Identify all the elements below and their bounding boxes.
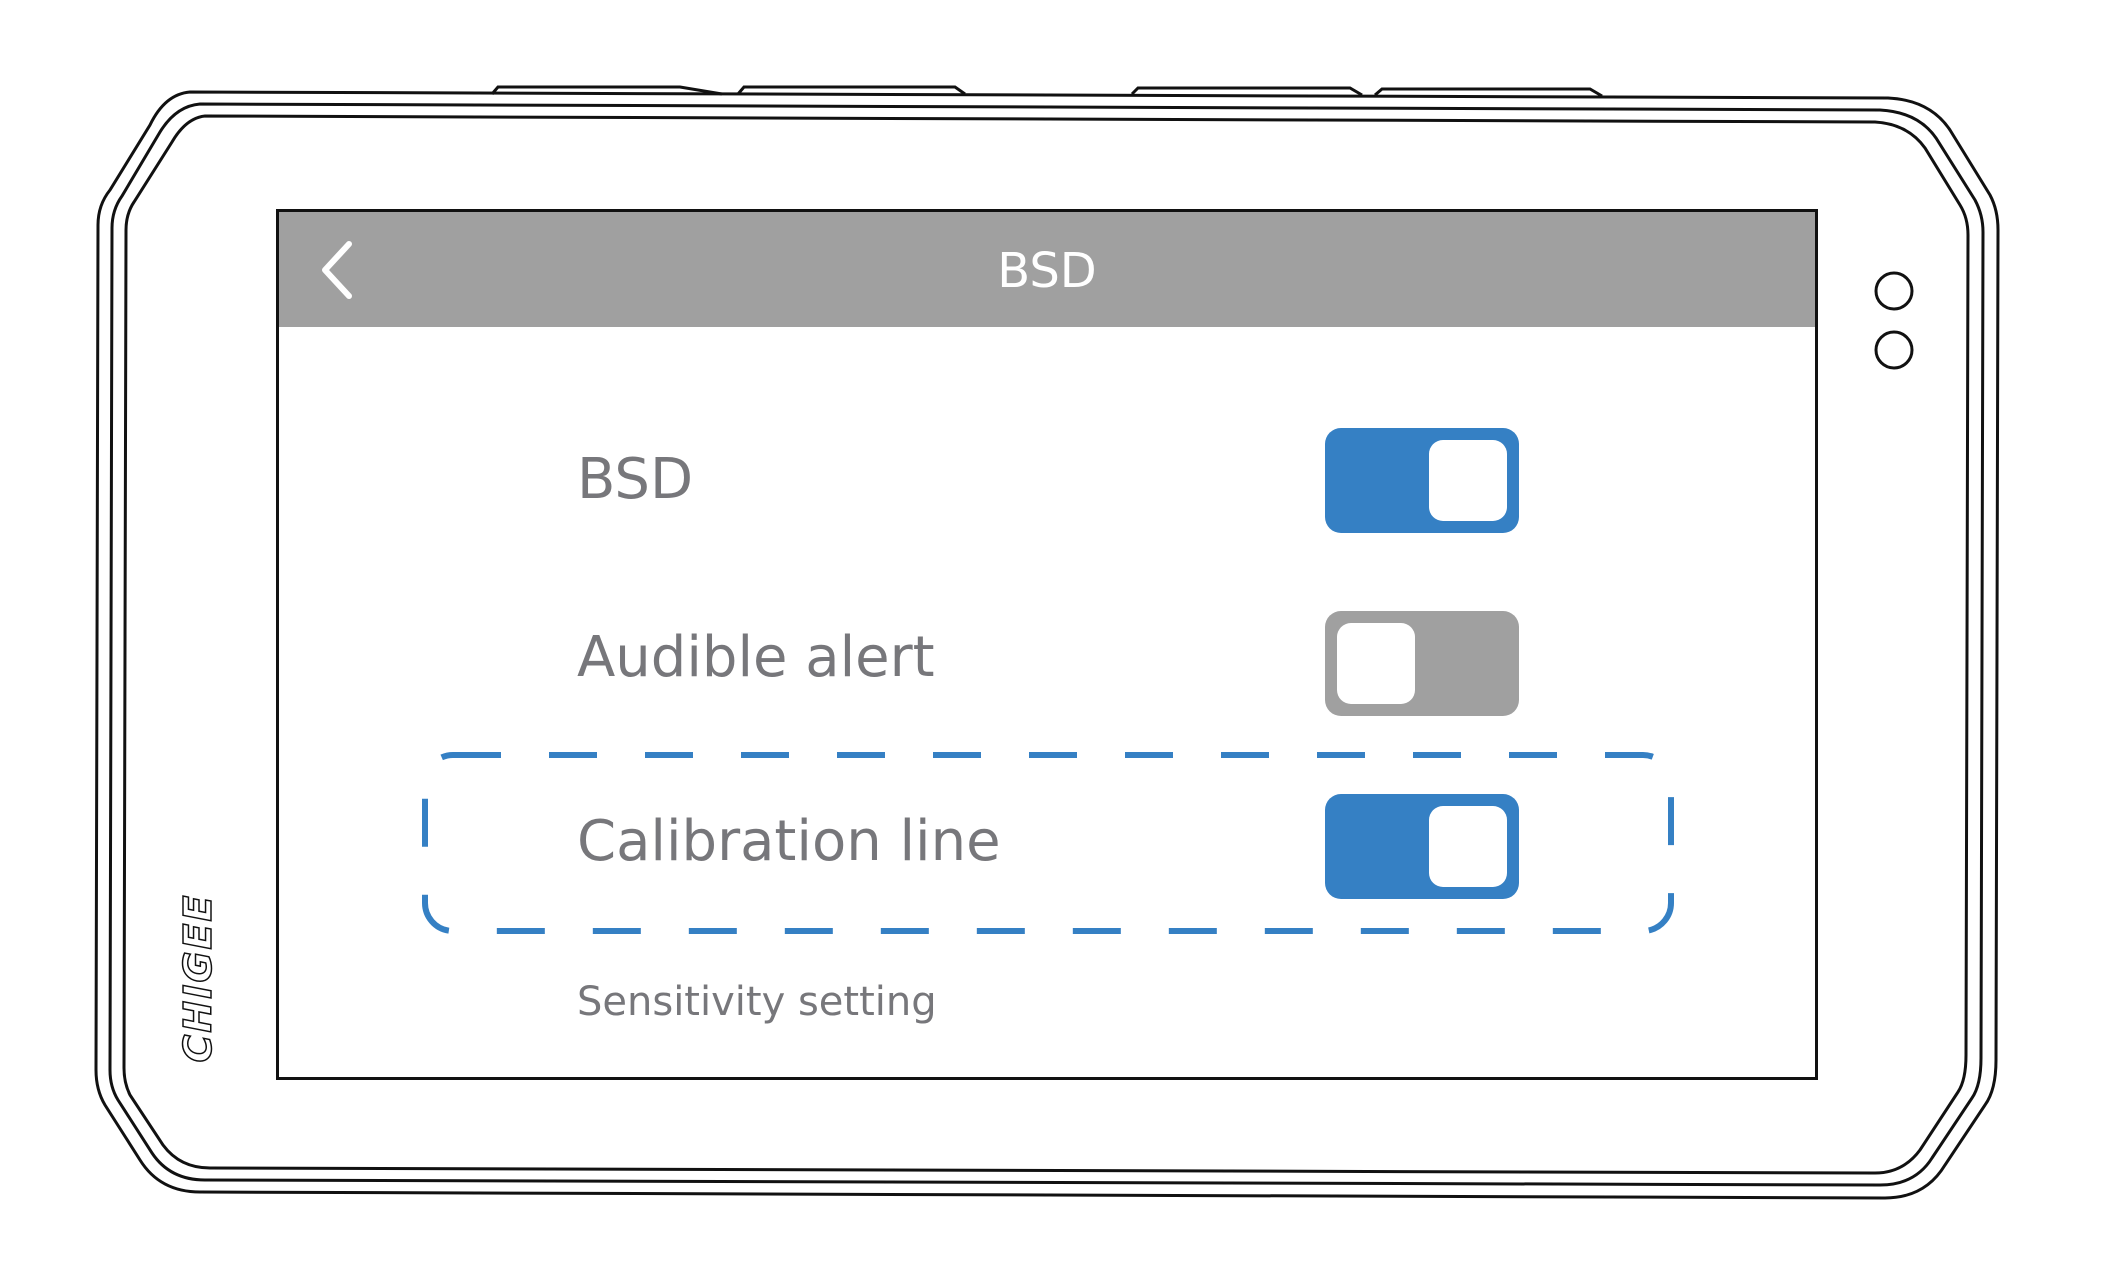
header-bar: BSD [279,212,1815,327]
page-title: BSD [997,243,1097,299]
toggle-knob [1429,806,1507,887]
back-button[interactable] [315,240,365,300]
setting-label-bsd: BSD [577,447,694,512]
chevron-left-icon [322,241,352,299]
setting-label-audible-alert: Audible alert [577,625,935,690]
calibration-line-toggle[interactable] [1325,794,1519,899]
brand-logo: CHIGEE [175,893,221,1063]
device-screen: BSD BSD Audible alert Calibration line S… [276,209,1818,1080]
audible-alert-toggle[interactable] [1325,611,1519,716]
toggle-knob [1337,623,1415,704]
sensitivity-setting-link[interactable]: Sensitivity setting [577,979,937,1025]
setting-label-calibration-line: Calibration line [577,809,1001,874]
bsd-toggle[interactable] [1325,428,1519,533]
sensor-icon [1874,330,1914,370]
toggle-knob [1429,440,1507,521]
sensor-icon [1874,271,1914,311]
